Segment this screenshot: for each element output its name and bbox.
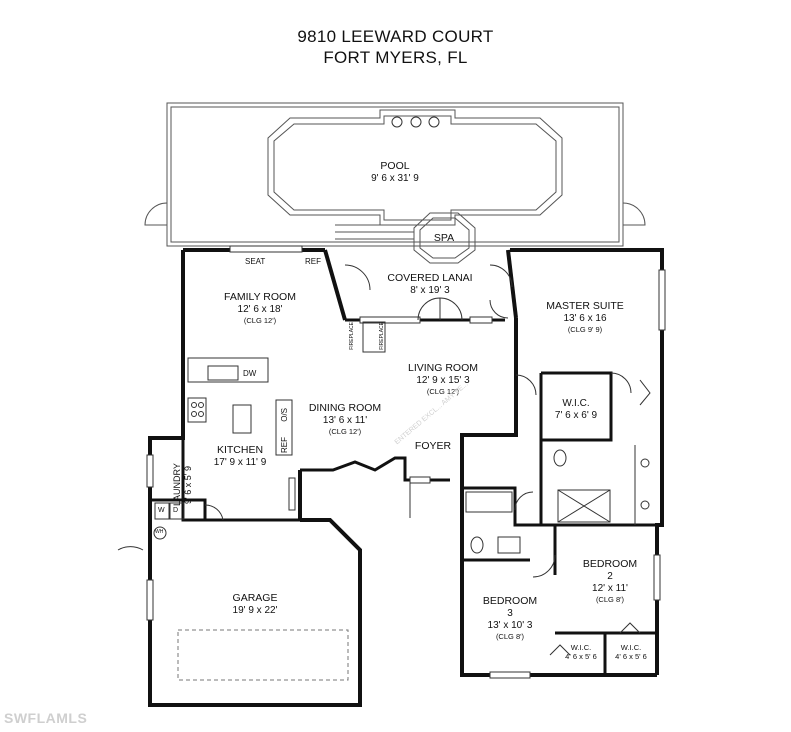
label-water-heater: WH [155,529,164,535]
address-line-1: 9810 LEEWARD COURT [297,27,494,46]
label-dw: DW [243,369,257,378]
window [653,554,661,601]
tub [465,491,513,513]
door-swing [417,297,441,321]
label-seat: SEAT [245,257,266,266]
stove [187,397,207,423]
room-wic-bedroom-3: W.I.C.4' 6 x 5' 6 [565,643,597,661]
label-washer: W [158,507,165,514]
cage-door-left [144,202,168,226]
pool-jet [410,116,422,128]
window [146,579,154,621]
label-ref-family: REF [305,257,321,266]
wall-north-master [510,248,664,373]
door-swing [514,491,534,511]
room-master-wic: W.I.C.7' 6 x 6' 9 [554,398,598,421]
dryer [169,502,185,520]
window [359,316,421,324]
spa-shape-inner [419,217,470,259]
kitchen-island [232,404,252,434]
pool-shape-inner [273,115,557,221]
room-laundry: LAUNDRY 9' 6 x 5' 9 [172,463,193,507]
vanity [497,536,521,554]
door-swing [344,264,371,291]
wall-master-bath [539,440,662,527]
door-swing [489,264,513,288]
garage-door [177,629,349,681]
toilet [470,536,484,554]
door-swing [619,622,641,634]
watermark-logo: SWFLAMLS [4,710,88,726]
room-wic-bedroom-2: W.I.C.4' 6 x 5' 6 [615,643,647,661]
wall-kitchen-west [181,438,300,522]
door-swing [204,504,224,521]
window [658,269,666,331]
kitchen-counter [187,357,269,383]
wall-lanai-west [323,249,347,321]
door-swing [515,374,537,396]
water-heater [153,526,167,540]
wall-laundry [150,498,207,520]
door-swing [117,546,144,551]
pool-shape [267,109,563,226]
wall-west-house [148,250,362,707]
window [229,245,303,253]
window [489,671,531,679]
wall-south-bed [460,488,657,677]
window [469,316,493,324]
pantry-box [275,399,293,456]
sink [640,500,650,510]
room-foyer: FOYER [414,440,452,452]
room-spa: SPA [433,232,455,244]
window [288,477,296,511]
door-swing [439,297,463,321]
pool-jet [391,116,403,128]
cage-door-right [622,202,646,226]
sink [640,458,650,468]
washer [154,502,170,520]
window [146,454,154,488]
wall-master-wic [539,371,613,442]
spa-shape [413,212,476,264]
door-swing [489,299,509,319]
wall-living-east [460,318,518,488]
door-swing [639,379,651,406]
kitchen-sink [207,365,239,381]
pool-cage-outline [166,102,624,247]
label-fireplace-1: FIREPLACE [349,322,355,350]
label-dryer: D [173,507,179,514]
label-ovs: O/S [280,408,289,422]
address-line-2: FORT MYERS, FL [323,48,468,67]
fireplace-box [362,321,386,353]
pool-cage-inner [170,106,620,243]
shower [557,489,611,523]
label-fireplace-2: FIREPLACE [379,322,385,350]
door-swing [532,554,556,578]
door-swing [610,372,632,394]
label-ref-kitchen: REF [280,437,289,453]
wall-dining-bay [300,456,450,482]
pool-jet [428,116,440,128]
door-swing [549,644,571,656]
master-toilet [553,449,567,467]
window [409,476,431,484]
